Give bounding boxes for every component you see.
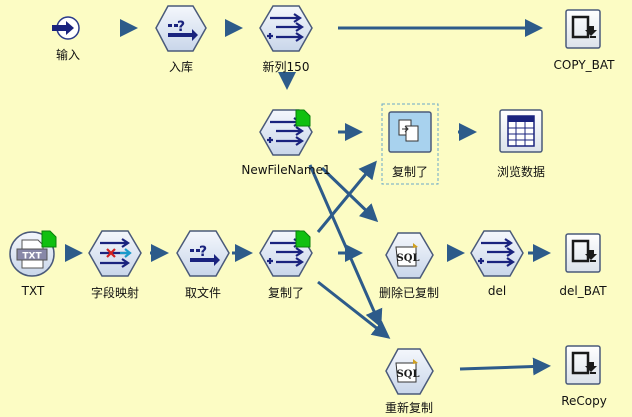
label-fuzhi-bottom: 复制了 (267, 286, 305, 300)
label-zuduan: 字段映射 (90, 286, 140, 300)
input-arrow-icon (52, 21, 74, 35)
output-file-icon (571, 239, 597, 263)
node-txt[interactable]: TXT (9, 230, 57, 277)
add-columns-icon (267, 13, 304, 42)
edge-fuzhi-bottom-top[interactable] (316, 160, 377, 233)
label-input: 输入 (55, 48, 81, 62)
node-input[interactable] (52, 16, 80, 40)
node-quwenjian[interactable]: ? (176, 230, 230, 277)
label-txt: TXT (21, 284, 45, 298)
label-copy-bat: COPY_BAT (553, 58, 615, 72)
node-liulan[interactable] (499, 109, 543, 153)
new-badge-icon (41, 230, 57, 248)
label-del-bat: del_BAT (559, 284, 607, 298)
output-file-icon (571, 351, 597, 375)
edge-fuzhi-chongxin[interactable] (317, 280, 391, 339)
label-del: del (487, 284, 507, 298)
node-chongxin[interactable]: SQL (385, 348, 434, 395)
label-quwenjian: 取文件 (184, 286, 222, 300)
field-mapping-icon (100, 238, 132, 268)
lookup-icon: ? (168, 19, 198, 41)
node-shanchu[interactable]: SQL (385, 232, 434, 279)
label-xinlie150: 新列150 (262, 60, 310, 74)
sql-script-icon: SQL (395, 243, 420, 267)
node-del[interactable] (470, 230, 524, 277)
new-badge-icon (295, 109, 311, 127)
copy-files-icon (398, 119, 419, 142)
node-xinlie150[interactable] (259, 5, 313, 52)
lookup-icon: ? (190, 244, 220, 266)
label-shanchu: 删除已复制 (378, 286, 440, 300)
label-chongxin: 重新复制 (384, 401, 434, 415)
output-file-icon (571, 15, 597, 39)
svg-text:?: ? (199, 244, 207, 260)
add-columns-icon (478, 238, 515, 267)
node-ruku[interactable]: ? (155, 5, 207, 52)
connectors (65, 19, 551, 376)
table-preview-icon (507, 115, 535, 147)
node-fuzhi-top[interactable] (381, 103, 439, 185)
svg-text:?: ? (177, 19, 185, 35)
text-file-icon: TXT (16, 239, 48, 269)
label-fuzhi-top: 复制了 (391, 165, 429, 179)
sql-badge-label: SQL (397, 369, 420, 380)
new-badge-icon (295, 230, 311, 248)
txt-badge-label: TXT (22, 252, 42, 262)
node-del-bat[interactable] (565, 233, 601, 273)
node-zuduan[interactable] (88, 230, 142, 277)
edge-chongxin-recopy[interactable] (459, 357, 551, 376)
node-recopy[interactable] (565, 345, 601, 385)
node-newfilename[interactable] (259, 109, 313, 156)
node-fuzhi-bottom[interactable] (259, 230, 313, 277)
node-copy-bat[interactable] (565, 9, 601, 49)
sql-badge-label: SQL (397, 253, 420, 264)
sql-script-icon: SQL (395, 359, 420, 383)
selection-frame (381, 103, 439, 185)
label-newfilename: NewFileName1 (241, 163, 331, 177)
label-ruku: 入库 (168, 60, 194, 74)
label-recopy: ReCopy (561, 394, 607, 408)
label-liulan: 浏览数据 (496, 165, 546, 179)
